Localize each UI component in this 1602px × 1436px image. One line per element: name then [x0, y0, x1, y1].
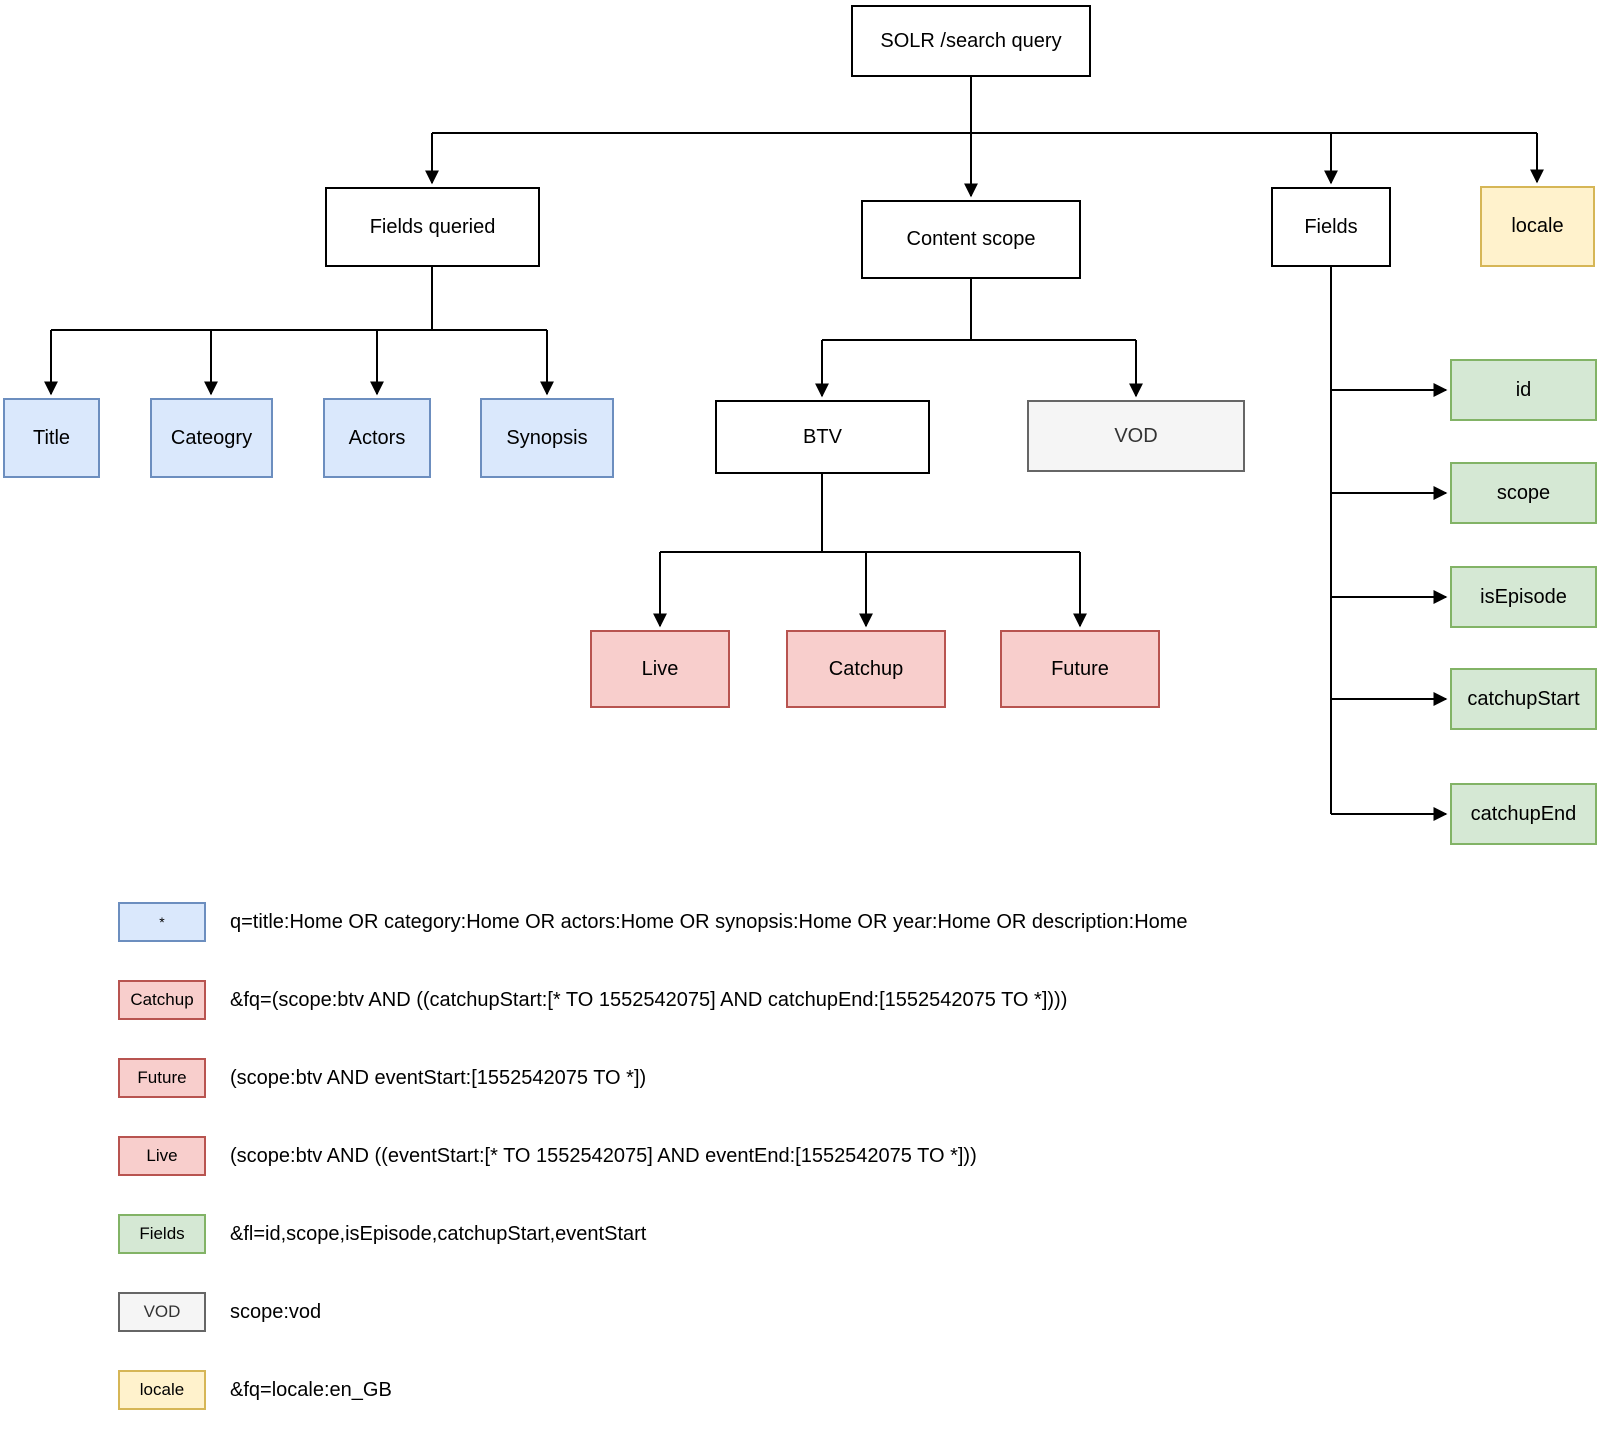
legend-text-query: q=title:Home OR category:Home OR actors:…: [230, 910, 1188, 933]
legend-row-live: Live (scope:btv AND ((eventStart:[* TO 1…: [0, 1136, 1602, 1176]
legend-swatch-vod: VOD: [118, 1292, 206, 1332]
node-title: Title: [3, 398, 100, 478]
legend-swatch-live: Live: [118, 1136, 206, 1176]
node-vod: VOD: [1027, 400, 1245, 472]
legend-text-locale: &fq=locale:en_GB: [230, 1378, 392, 1401]
legend-swatch-fields: Fields: [118, 1214, 206, 1254]
legend-row-catchup: Catchup &fq=(scope:btv AND ((catchupStar…: [0, 980, 1602, 1020]
legend-text-future: (scope:btv AND eventStart:[1552542075 TO…: [230, 1066, 647, 1089]
node-future: Future: [1000, 630, 1160, 708]
node-category: Cateogry: [150, 398, 273, 478]
node-catchup: Catchup: [786, 630, 946, 708]
node-scope: scope: [1450, 462, 1597, 524]
legend-swatch-star: *: [118, 902, 206, 942]
node-content-scope: Content scope: [861, 200, 1081, 279]
legend-text-live: (scope:btv AND ((eventStart:[* TO 155254…: [230, 1144, 977, 1167]
legend-row-fields: Fields &fl=id,scope,isEpisode,catchupSta…: [0, 1214, 1602, 1254]
legend-text-catchup: &fq=(scope:btv AND ((catchupStart:[* TO …: [230, 988, 1068, 1011]
legend-row-query: * q=title:Home OR category:Home OR actor…: [0, 902, 1602, 942]
legend-row-locale: locale &fq=locale:en_GB: [0, 1370, 1602, 1410]
legend-row-vod: VOD scope:vod: [0, 1292, 1602, 1332]
node-fields: Fields: [1271, 187, 1391, 267]
node-synopsis: Synopsis: [480, 398, 614, 478]
node-isepisode: isEpisode: [1450, 566, 1597, 628]
legend-swatch-future: Future: [118, 1058, 206, 1098]
node-live: Live: [590, 630, 730, 708]
legend-text-fields: &fl=id,scope,isEpisode,catchupStart,even…: [230, 1222, 647, 1245]
legend-row-future: Future (scope:btv AND eventStart:[155254…: [0, 1058, 1602, 1098]
node-solr-search-query: SOLR /search query: [851, 5, 1091, 77]
legend-swatch-locale: locale: [118, 1370, 206, 1410]
node-btv: BTV: [715, 400, 930, 474]
node-locale: locale: [1480, 186, 1595, 267]
legend-swatch-catchup: Catchup: [118, 980, 206, 1020]
node-catchupend: catchupEnd: [1450, 783, 1597, 845]
node-id: id: [1450, 359, 1597, 421]
node-actors: Actors: [323, 398, 431, 478]
node-fields-queried: Fields queried: [325, 187, 540, 267]
legend-text-vod: scope:vod: [230, 1300, 322, 1323]
node-catchupstart: catchupStart: [1450, 668, 1597, 730]
